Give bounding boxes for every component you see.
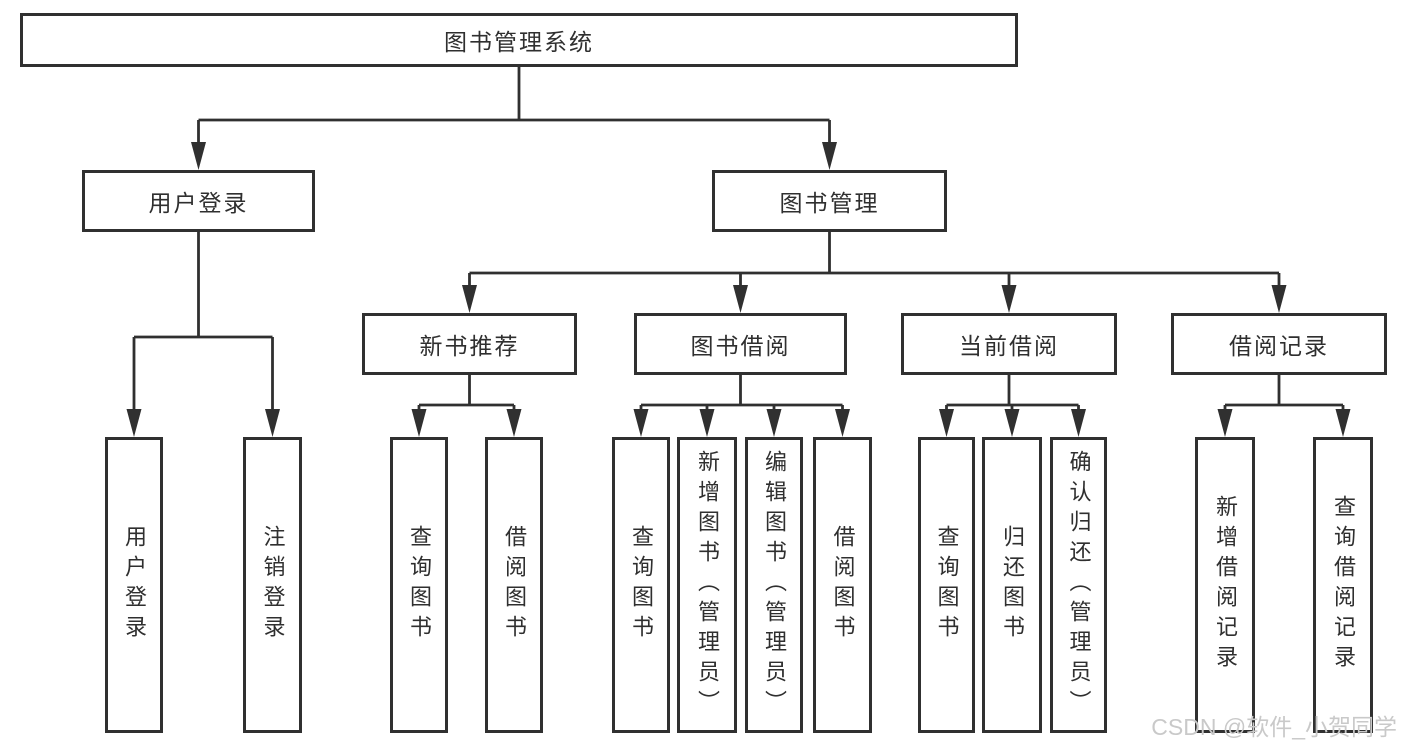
node-new-book-recommend: 新书推荐 bbox=[362, 313, 577, 375]
node-label: 图书管理系统 bbox=[444, 29, 594, 55]
arrowhead bbox=[191, 142, 206, 170]
arrowhead bbox=[462, 285, 477, 313]
arrowhead bbox=[699, 409, 715, 437]
csdn-watermark: CSDN @软件_小贺同学 bbox=[1151, 714, 1397, 740]
arrowhead bbox=[126, 409, 142, 437]
arrowhead bbox=[633, 409, 649, 437]
arrowhead bbox=[411, 409, 427, 437]
node-label: 用户登录 bbox=[122, 525, 147, 645]
leaf-query-books-recommend: 查询图书 bbox=[390, 437, 448, 733]
leaf-query-borrow-record: 查询借阅记录 bbox=[1313, 437, 1373, 733]
arrowhead bbox=[1071, 409, 1086, 437]
node-label: 新增图书（管理员） bbox=[695, 450, 720, 720]
arrowhead bbox=[265, 409, 280, 437]
edge-userlogin-to-leaves bbox=[132, 232, 274, 415]
arrowhead bbox=[1004, 409, 1020, 437]
node-current-borrow: 当前借阅 bbox=[901, 313, 1117, 375]
node-label: 图书借阅 bbox=[690, 333, 791, 359]
node-label: 新增借阅记录 bbox=[1213, 495, 1238, 675]
node-label: 用户登录 bbox=[148, 190, 249, 216]
node-label: 借阅图书 bbox=[502, 525, 527, 645]
node-label: 查询图书 bbox=[934, 525, 960, 645]
arrowhead bbox=[822, 142, 837, 170]
leaf-borrow-books-recommend: 借阅图书 bbox=[485, 437, 543, 733]
node-label: 确认归还（管理员） bbox=[1066, 450, 1092, 720]
leaf-add-books-admin: 新增图书（管理员） bbox=[677, 437, 737, 733]
edge-borrowrecord-to-leaves bbox=[1223, 375, 1345, 415]
leaf-query-books-borrow: 查询图书 bbox=[612, 437, 670, 733]
arrowhead bbox=[1335, 409, 1351, 437]
arrowhead bbox=[1217, 409, 1233, 437]
edge-newbook-to-leaves bbox=[417, 375, 516, 415]
node-label: 注销登录 bbox=[260, 525, 286, 645]
edge-bookborrow-to-leaves bbox=[639, 375, 844, 415]
node-label: 查询图书 bbox=[629, 525, 654, 645]
node-label: 归还图书 bbox=[1000, 525, 1025, 645]
arrowhead bbox=[1271, 285, 1287, 313]
leaf-logout: 注销登录 bbox=[243, 437, 302, 733]
node-label: 借阅图书 bbox=[830, 525, 856, 645]
leaf-edit-books-admin: 编辑图书（管理员） bbox=[745, 437, 803, 733]
leaf-borrow-books: 借阅图书 bbox=[813, 437, 872, 733]
node-book-management: 图书管理 bbox=[712, 170, 947, 232]
arrowhead bbox=[939, 409, 954, 437]
node-book-borrow: 图书借阅 bbox=[634, 313, 847, 375]
arrowhead bbox=[506, 409, 522, 437]
arrowhead bbox=[733, 285, 748, 313]
node-user-login: 用户登录 bbox=[82, 170, 315, 232]
node-borrow-record: 借阅记录 bbox=[1171, 313, 1387, 375]
arrowhead bbox=[766, 409, 782, 437]
node-label: 借阅记录 bbox=[1229, 333, 1329, 359]
arrowhead bbox=[835, 409, 850, 437]
leaf-confirm-return-admin: 确认归还（管理员） bbox=[1050, 437, 1107, 733]
leaf-query-books-current: 查询图书 bbox=[918, 437, 975, 733]
leaf-add-borrow-record: 新增借阅记录 bbox=[1195, 437, 1255, 733]
node-label: 查询借阅记录 bbox=[1331, 495, 1356, 675]
leaf-return-books: 归还图书 bbox=[982, 437, 1042, 733]
leaf-user-login: 用户登录 bbox=[105, 437, 163, 733]
arrowheads bbox=[126, 142, 1351, 437]
connector-paths bbox=[132, 67, 1345, 415]
node-label: 当前借阅 bbox=[959, 333, 1059, 359]
node-label: 编辑图书（管理员） bbox=[762, 450, 787, 720]
node-label: 查询图书 bbox=[407, 525, 432, 645]
edge-root-to-level2 bbox=[197, 67, 831, 148]
node-label: 新书推荐 bbox=[419, 333, 520, 359]
edge-bookmgmt-to-level3 bbox=[468, 232, 1281, 291]
node-label: 图书管理 bbox=[779, 190, 880, 216]
node-root-library-system: 图书管理系统 bbox=[20, 13, 1018, 67]
arrowhead bbox=[1001, 285, 1017, 313]
